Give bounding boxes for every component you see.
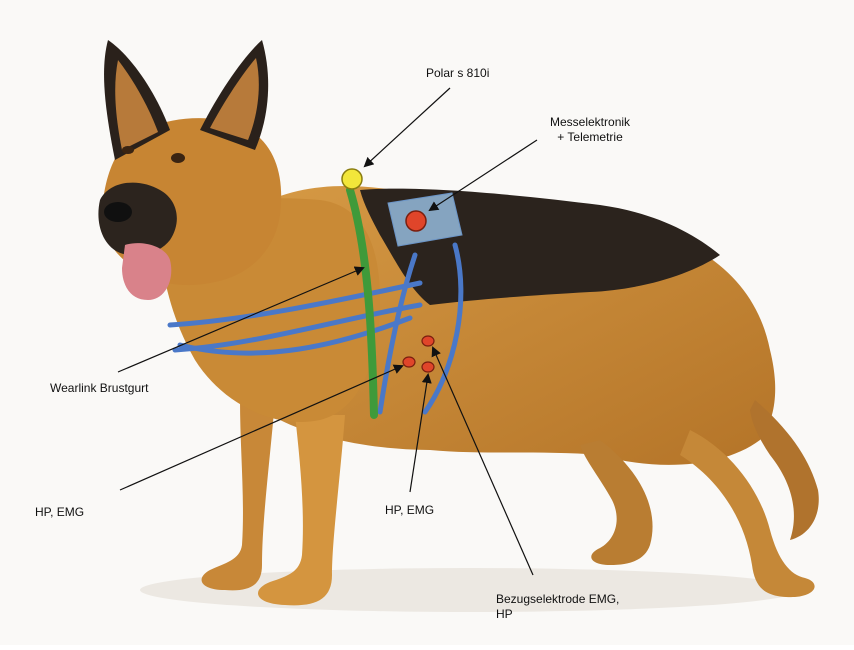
label-bezugselektrode: Bezugselektrode EMG, HP [496,592,619,622]
label-messelektronik-line2: + Telemetrie [550,130,630,145]
label-messelektronik: Messelektronik + Telemetrie [550,115,630,145]
electrode-left [403,357,415,367]
dog-nose [104,202,132,222]
label-messelektronik-line1: Messelektronik [550,115,630,130]
dog-tongue [122,243,171,300]
label-hp-emg-left-text: HP, EMG [35,505,84,520]
messelektronik-marker [406,211,426,231]
polar-marker [342,169,362,189]
label-hp-emg-center-text: HP, EMG [385,503,434,518]
label-polar: Polar s 810i [426,66,489,81]
dog-eye-right [171,153,185,163]
label-bezug-line2: HP [496,607,619,622]
label-polar-text: Polar s 810i [426,66,489,81]
label-hp-emg-left: HP, EMG [35,505,84,520]
label-bezug-line1: Bezugselektrode EMG, [496,592,619,607]
reference-electrode [422,336,434,346]
label-wearlink: Wearlink Brustgurt [50,381,148,396]
label-wearlink-text: Wearlink Brustgurt [50,381,148,396]
electrode-center [422,362,434,372]
label-hp-emg-center: HP, EMG [385,503,434,518]
dog-eye-left [122,146,134,154]
